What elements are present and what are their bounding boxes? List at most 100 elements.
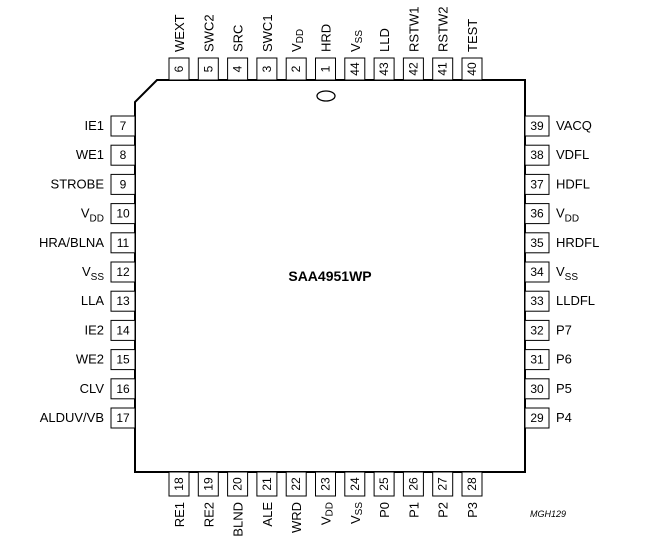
pin-number-15: 15	[116, 353, 130, 367]
pin-label-vdd: VDD	[556, 206, 579, 225]
pin-label-re1: RE1	[172, 502, 187, 527]
pin-number-12: 12	[116, 265, 130, 279]
pin-box-26	[402, 471, 424, 497]
pin-number-22: 22	[289, 477, 303, 491]
pin-label-re2: RE2	[201, 502, 216, 527]
pin-box-32	[524, 319, 550, 341]
pin-box-9	[110, 173, 136, 195]
pin-box-15	[110, 349, 136, 371]
pin-number-4: 4	[231, 65, 245, 72]
figure-id: MGH129	[530, 509, 566, 519]
pin1-marker	[316, 90, 336, 102]
pin-number-29: 29	[530, 411, 544, 425]
pin-box-20	[227, 471, 249, 497]
pin-label-alduv-vb: ALDUV/VB	[40, 410, 104, 425]
pin-number-17: 17	[116, 411, 130, 425]
pin-label-p4: P4	[556, 410, 572, 425]
pin-box-30	[524, 378, 550, 400]
pin-label-rstw2: RSTW2	[435, 7, 450, 53]
pin-number-26: 26	[406, 477, 420, 491]
pin-label-vss: VSS	[556, 264, 578, 283]
pin-number-40: 40	[465, 62, 479, 76]
pin-number-30: 30	[530, 382, 544, 396]
pin-label-ie2: IE2	[84, 322, 104, 337]
pin-box-22	[285, 471, 307, 497]
pin-box-34	[524, 261, 550, 283]
pin-box-33	[524, 290, 550, 312]
pin-box-7	[110, 115, 136, 137]
pin-box-2	[285, 57, 307, 81]
pin-number-25: 25	[377, 477, 391, 491]
pin-number-21: 21	[260, 477, 274, 491]
pins-top: 6WEXT5SWC24SRC3SWC12VDD1HRD44VSS43LLD42R…	[168, 7, 483, 81]
pin-number-38: 38	[530, 148, 544, 162]
pin-number-10: 10	[116, 207, 130, 221]
pin-box-14	[110, 319, 136, 341]
pin-label-hra-blna: HRA/BLNA	[39, 235, 104, 250]
pin-number-9: 9	[120, 177, 127, 191]
pin-box-6	[168, 57, 190, 81]
pin-box-17	[110, 407, 136, 429]
pin-label-p2: P2	[435, 502, 450, 518]
chip-name: SAA4951WP	[288, 268, 371, 284]
pin-box-5	[197, 57, 219, 81]
pins-left: 7IE18WE19STROBE10VDD11HRA/BLNA12VSS13LLA…	[39, 115, 136, 429]
pin-label-lla: LLA	[81, 293, 104, 308]
pin-number-37: 37	[530, 177, 544, 191]
pin-box-8	[110, 144, 136, 166]
pin-number-32: 32	[530, 323, 544, 337]
pin-number-35: 35	[530, 236, 544, 250]
pin-label-wrd: WRD	[289, 502, 304, 533]
pin-number-39: 39	[530, 119, 544, 133]
pin-label-src: SRC	[230, 25, 245, 52]
pin-label-strobe: STROBE	[51, 176, 105, 191]
pin-number-11: 11	[117, 236, 130, 250]
pin-box-19	[197, 471, 219, 497]
pin-number-41: 41	[436, 62, 450, 76]
pin-box-10	[110, 203, 136, 225]
pin-box-29	[524, 407, 550, 429]
pin-box-39	[524, 115, 550, 137]
pin-number-6: 6	[172, 65, 186, 72]
pin-number-33: 33	[530, 294, 544, 308]
pin-label-vdfl: VDFL	[556, 147, 589, 162]
pin-box-4	[227, 57, 249, 81]
pin-box-43	[373, 57, 395, 81]
pin-number-13: 13	[116, 294, 130, 308]
pin-label-test: TEST	[465, 19, 480, 52]
pin-label-clv: CLV	[80, 381, 105, 396]
pin-label-vdd: VDD	[289, 29, 306, 52]
pin-box-18	[168, 471, 190, 497]
pin-label-vss: VSS	[347, 30, 364, 52]
pin-label-lld: LLD	[377, 28, 392, 52]
pin-label-wext: WEXT	[172, 14, 187, 52]
pin-number-3: 3	[260, 65, 274, 72]
pin-number-16: 16	[116, 382, 130, 396]
pin-label-vdd: VDD	[318, 502, 335, 525]
pin-label-hrdfl: HRDFL	[556, 235, 599, 250]
pin-label-p6: P6	[556, 352, 572, 367]
pin-label-p0: P0	[377, 502, 392, 518]
pin-label-blnd: BLND	[230, 502, 245, 537]
pin-box-27	[432, 471, 454, 497]
pin-label-p1: P1	[406, 502, 421, 518]
pin-box-21	[256, 471, 278, 497]
pin-box-31	[524, 349, 550, 371]
pin-number-23: 23	[319, 477, 333, 491]
pin-label-p5: P5	[556, 381, 572, 396]
pin-box-44	[344, 57, 366, 81]
pin-box-11	[110, 232, 136, 254]
pin-box-16	[110, 378, 136, 400]
pin-box-28	[461, 471, 483, 497]
pin-label-swc2: SWC2	[201, 14, 216, 52]
pin-number-28: 28	[465, 477, 479, 491]
pin-box-42	[402, 57, 424, 81]
pin-label-p3: P3	[465, 502, 480, 518]
pin-label-ie1: IE1	[84, 118, 104, 133]
pins-bottom: 18RE119RE220BLND21ALE22WRD23VDD24VSS25P0…	[168, 471, 483, 537]
pin-number-18: 18	[172, 477, 186, 491]
pin-label-swc1: SWC1	[259, 14, 274, 52]
pin-box-13	[110, 290, 136, 312]
pin-label-hdfl: HDFL	[556, 176, 590, 191]
